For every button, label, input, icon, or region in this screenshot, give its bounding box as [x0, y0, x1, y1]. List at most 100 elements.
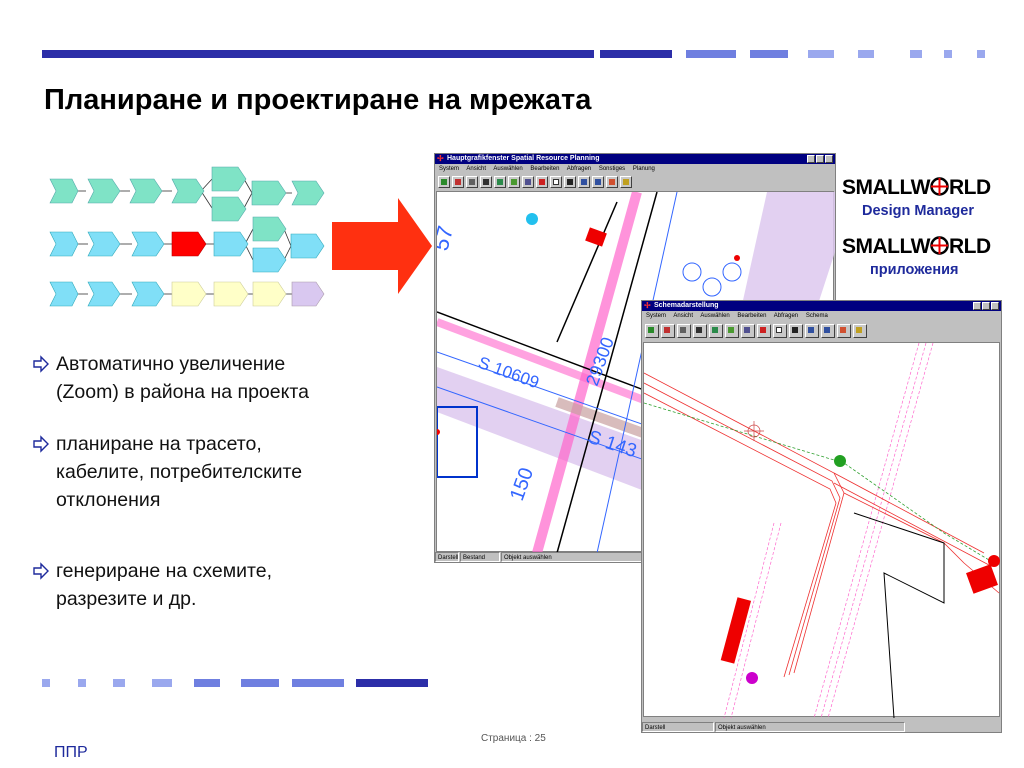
- delete-tool-button[interactable]: [789, 324, 803, 338]
- tool-button[interactable]: [438, 176, 450, 188]
- status-layer: Bestand: [460, 552, 500, 562]
- top-bar: [42, 50, 594, 58]
- map-label: 150: [506, 465, 538, 504]
- bullet-schemes: генериране на схемите, разрезите и др.: [32, 557, 272, 613]
- process-flow-diagram: [49, 166, 325, 307]
- tool-button[interactable]: [536, 176, 548, 188]
- top-bar-seg: [977, 50, 985, 58]
- maximize-button[interactable]: [982, 302, 990, 310]
- menu-item-abfragen[interactable]: Abfragen: [566, 166, 592, 172]
- tool-button[interactable]: [709, 324, 723, 338]
- undo-button[interactable]: [805, 324, 819, 338]
- menu-item-ansicht[interactable]: Ansicht: [466, 166, 487, 172]
- menu-item-bearbeiten[interactable]: Bearbeiten: [737, 313, 767, 319]
- tool-button[interactable]: [508, 176, 520, 188]
- menu-item-ansicht[interactable]: Ansicht: [673, 313, 694, 319]
- tool-button[interactable]: [452, 176, 464, 188]
- tool-button[interactable]: [693, 324, 707, 338]
- tool-button[interactable]: [837, 324, 851, 338]
- menu-item-abfragen[interactable]: Abfragen: [773, 313, 799, 319]
- top-bar-seg: [808, 50, 834, 58]
- delete-tool-button[interactable]: [564, 176, 576, 188]
- close-button[interactable]: [825, 155, 833, 163]
- top-bar-seg: [910, 50, 922, 58]
- window-titlebar[interactable]: ✢ Hauptgrafikfenster Spatial Resource Pl…: [435, 154, 835, 164]
- globe-icon: [930, 236, 949, 255]
- bullet-line: Автоматично увеличение: [56, 353, 286, 375]
- bullet-line: (Zoom) в района на проекта: [56, 381, 309, 403]
- bullet-line: планиране на трасето,: [56, 433, 262, 455]
- menu-item-planung[interactable]: Planung: [632, 166, 655, 172]
- pointer-tool-button[interactable]: [773, 324, 787, 338]
- tool-button[interactable]: [741, 324, 755, 338]
- schema-canvas[interactable]: [643, 342, 1000, 719]
- bottom-bar-seg: [292, 679, 344, 687]
- status-mode: Darstell: [435, 552, 459, 562]
- top-bar-seg: [686, 50, 736, 58]
- menu-item-bearbeiten[interactable]: Bearbeiten: [530, 166, 560, 172]
- menu-item-sonstiges[interactable]: Sonstiges: [598, 166, 626, 172]
- bullet-line: генериране на схемите,: [56, 560, 273, 582]
- tool-button[interactable]: [466, 176, 478, 188]
- bottom-bar-seg: [113, 679, 125, 687]
- bullet-line: отклонения: [56, 489, 161, 511]
- bottom-bar-seg: [356, 679, 428, 687]
- window-controls: [807, 155, 833, 163]
- status-hint: Objekt auswählen: [501, 552, 661, 562]
- bottom-bar-seg: [78, 679, 86, 687]
- hollow-arrow-icon: [33, 355, 49, 373]
- window-title: Schemadarstellung: [654, 302, 719, 309]
- menu-item-system[interactable]: System: [646, 313, 667, 319]
- minimize-button[interactable]: [807, 155, 815, 163]
- window-title: Hauptgrafikfenster Spatial Resource Plan…: [447, 155, 600, 162]
- tool-button[interactable]: [480, 176, 492, 188]
- menu-item-schema[interactable]: Schema: [805, 313, 828, 319]
- app-icon: ✢: [437, 154, 444, 163]
- tool-button[interactable]: [606, 176, 618, 188]
- tool-button[interactable]: [725, 324, 739, 338]
- hollow-arrow-icon: [33, 435, 49, 453]
- hollow-arrow-icon: [33, 562, 49, 580]
- schema-drawing: [643, 342, 1000, 719]
- top-bar-seg: [858, 50, 874, 58]
- redo-button[interactable]: [821, 324, 835, 338]
- tool-button[interactable]: [757, 324, 771, 338]
- page-title: Планиране и проектиране на мрежата: [44, 84, 592, 116]
- bottom-bar-seg: [42, 679, 50, 687]
- tool-button[interactable]: [620, 176, 632, 188]
- big-arrow-icon: [332, 198, 432, 294]
- tool-button[interactable]: [494, 176, 506, 188]
- close-button[interactable]: [991, 302, 999, 310]
- status-bar: Darstell Objekt auswählen: [642, 722, 1001, 732]
- minimize-button[interactable]: [973, 302, 981, 310]
- menu-item-auswaehlen[interactable]: Auswählen: [700, 313, 730, 319]
- tool-button[interactable]: [853, 324, 867, 338]
- menu-item-system[interactable]: System: [439, 166, 460, 172]
- bullet-line: кабелите, потребителските: [56, 461, 303, 483]
- pointer-tool-button[interactable]: [550, 176, 562, 188]
- schema-window[interactable]: ✢ Schemadarstellung System Ansicht Auswä…: [641, 300, 1002, 733]
- top-bar-seg: [750, 50, 788, 58]
- bottom-bar-seg: [194, 679, 220, 687]
- menu-item-auswaehlen[interactable]: Auswählen: [493, 166, 523, 172]
- menu-bar: System Ansicht Auswählen Bearbeiten Abfr…: [435, 164, 835, 174]
- undo-button[interactable]: [578, 176, 590, 188]
- bottom-bar-seg: [241, 679, 279, 687]
- globe-icon: [930, 177, 949, 196]
- bullet-zoom: Автоматично увеличение (Zoom) в района н…: [32, 350, 309, 406]
- page-number: Страница : 25: [481, 733, 546, 744]
- tool-button[interactable]: [645, 324, 659, 338]
- tool-button[interactable]: [661, 324, 675, 338]
- tool-button[interactable]: [522, 176, 534, 188]
- toolbar: [435, 174, 835, 190]
- redo-button[interactable]: [592, 176, 604, 188]
- logo-subtitle: приложения: [870, 262, 959, 278]
- tool-button[interactable]: [677, 324, 691, 338]
- footer-org: ППР: [54, 744, 88, 761]
- app-icon: ✢: [644, 301, 651, 310]
- maximize-button[interactable]: [816, 155, 824, 163]
- bullet-line: разрезите и др.: [56, 588, 197, 610]
- window-titlebar[interactable]: ✢ Schemadarstellung: [642, 301, 1001, 311]
